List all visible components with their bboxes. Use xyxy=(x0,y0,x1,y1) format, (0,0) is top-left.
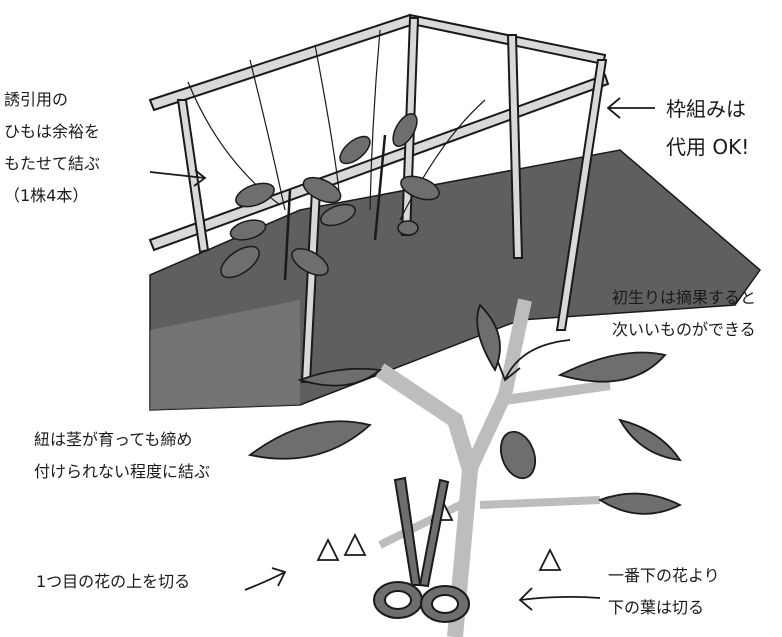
arrow-frame xyxy=(606,97,655,119)
lower-leaves-note-line: 一番下の花より xyxy=(608,566,720,585)
twine-note-line: もたせて結ぶ xyxy=(4,154,101,173)
arrow-lower-leaves xyxy=(518,587,601,611)
string-note-line: 付けられない程度に結ぶ xyxy=(34,462,211,481)
twine-lines xyxy=(187,29,486,221)
frame-note-line: 代用 OK! xyxy=(666,135,750,159)
first-fruit-note: 初生りは摘果すると 次いいものができる xyxy=(612,282,756,346)
young-eggplant-left xyxy=(220,176,342,281)
frame-note: 枠組みは 代用 OK! xyxy=(666,90,749,166)
first-fruit-note-line: 初生りは摘果すると xyxy=(612,288,757,307)
cut-flower-note-line: 1つ目の花の上を切る xyxy=(36,572,191,591)
string-note: 紐は茎が育っても締め 付けられない程度に結ぶ xyxy=(34,424,210,488)
twine-note: 誘引用の ひもは余裕を もたせて結ぶ （1株4本） xyxy=(4,84,100,212)
arrow-cut-flower xyxy=(244,567,287,591)
arrow-first-fruit xyxy=(497,339,571,382)
pointer-arrows xyxy=(149,97,655,611)
twine-note-line: （1株4本） xyxy=(4,186,89,205)
string-note-line: 紐は茎が育っても締め xyxy=(34,430,193,449)
cut-flower-note: 1つ目の花の上を切る xyxy=(36,566,190,598)
eggplant-fruit xyxy=(499,430,537,480)
arrow-twine xyxy=(149,169,207,187)
soil-bed-shadow xyxy=(150,300,300,410)
lower-leaves-note: 一番下の花より 下の葉は切る xyxy=(608,560,720,624)
first-fruit-note-line: 次いいものができる xyxy=(612,320,756,339)
mature-eggplant xyxy=(247,298,683,637)
twine-note-line: ひもは余裕を xyxy=(4,122,101,141)
frame-note-line: 枠組みは xyxy=(666,97,746,121)
scissors xyxy=(373,476,470,623)
young-eggplant-right xyxy=(320,113,440,241)
twine-note-line: 誘引用の xyxy=(4,90,69,109)
lower-leaves-note-line: 下の葉は切る xyxy=(608,598,705,617)
